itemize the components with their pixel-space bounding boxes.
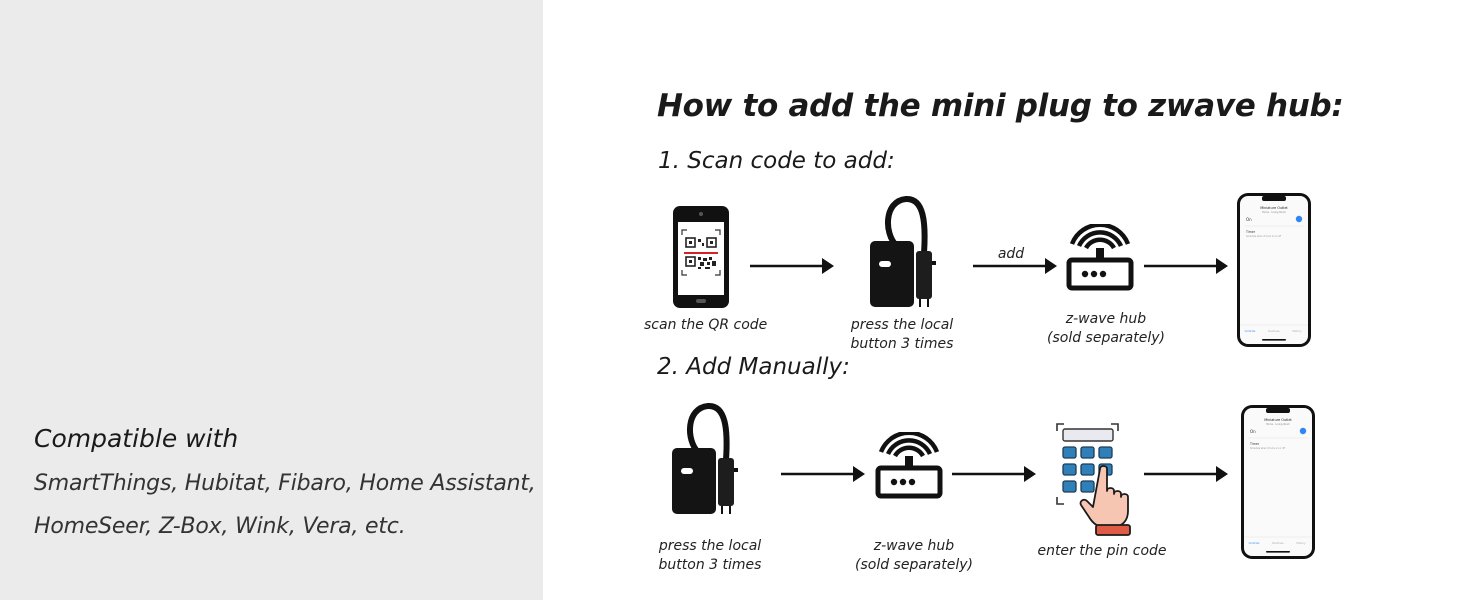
compatible-list-line-1: SmartThings, Hubitat, Fibaro, Home Assis…	[34, 471, 536, 496]
arrow-right-icon	[1144, 258, 1228, 274]
app-subheader: Home · Living Room	[1262, 211, 1287, 214]
app-header: Miniature Outlet	[1264, 418, 1292, 422]
app-tab[interactable]: History	[1296, 541, 1306, 545]
caption-text: (sold separately)	[1047, 330, 1165, 346]
step-2-heading: 2. Add Manually:	[657, 354, 850, 380]
app-timer-label: Timer	[1245, 230, 1256, 234]
caption-press-button: press the local button 3 times	[650, 537, 770, 575]
app-tab[interactable]: Routines	[1268, 329, 1280, 333]
app-timer-sub: Schedule when it turns on or off	[1246, 235, 1282, 238]
compatible-heading: Compatible with	[34, 424, 239, 453]
app-tab[interactable]: Controls	[1245, 329, 1256, 333]
arrow-right-icon	[973, 258, 1057, 274]
caption-text: press the local	[850, 317, 954, 333]
caption-enter-pin: enter the pin code	[1037, 543, 1167, 559]
arrow-right-icon	[952, 466, 1036, 482]
app-tab[interactable]: Routines	[1272, 541, 1284, 545]
caption-text: scan the QR code	[644, 317, 768, 333]
caption-text: z-wave hub	[1065, 311, 1147, 327]
app-timer-label: Timer	[1249, 442, 1260, 446]
caption-text: z-wave hub	[873, 538, 955, 554]
caption-zwave-hub: z-wave hub (sold separately)	[852, 537, 976, 575]
outdoor-plug-icon	[870, 196, 936, 307]
step-1-heading: 1. Scan code to add:	[658, 148, 895, 174]
zwave-hub-icon	[875, 432, 943, 499]
left-panel: Compatible with SmartThings, Hubitat, Fi…	[0, 0, 543, 600]
caption-text: press the local	[658, 538, 762, 554]
app-tab[interactable]: History	[1292, 329, 1302, 333]
zwave-hub-icon	[1066, 224, 1134, 291]
app-status: On	[1246, 217, 1252, 222]
page-title: How to add the mini plug to zwave hub:	[657, 88, 1344, 124]
app-subheader: Home · Living Room	[1266, 423, 1291, 426]
arrow-right-icon	[781, 466, 865, 482]
smartphone-app-icon: Miniature Outlet Home · Living Room On T…	[1240, 404, 1316, 560]
caption-zwave-hub: z-wave hub (sold separately)	[1044, 310, 1168, 348]
app-status: On	[1250, 429, 1256, 434]
caption-text: button 3 times	[850, 336, 954, 352]
qr-phone-icon	[673, 206, 729, 308]
app-header: Miniature Outlet	[1260, 206, 1288, 210]
compatible-list-line-2: HomeSeer, Z-Box, Wink, Vera, etc.	[34, 514, 406, 539]
caption-text: (sold separately)	[855, 557, 973, 573]
smartphone-app-icon: Miniature Outlet Home · Living Room On T…	[1236, 192, 1312, 348]
arrow-label-add: add	[997, 246, 1025, 262]
outdoor-plug-icon	[672, 403, 738, 514]
app-timer-sub: Schedule when it turns on or off	[1250, 447, 1286, 450]
app-tab[interactable]: Controls	[1249, 541, 1260, 545]
arrow-right-icon	[750, 258, 834, 274]
caption-text: button 3 times	[658, 557, 762, 573]
keypad-hand-icon	[1056, 423, 1131, 536]
caption-press-button: press the local button 3 times	[842, 316, 962, 354]
caption-scan-qr: scan the QR code	[644, 316, 768, 335]
arrow-right-icon	[1144, 466, 1228, 482]
